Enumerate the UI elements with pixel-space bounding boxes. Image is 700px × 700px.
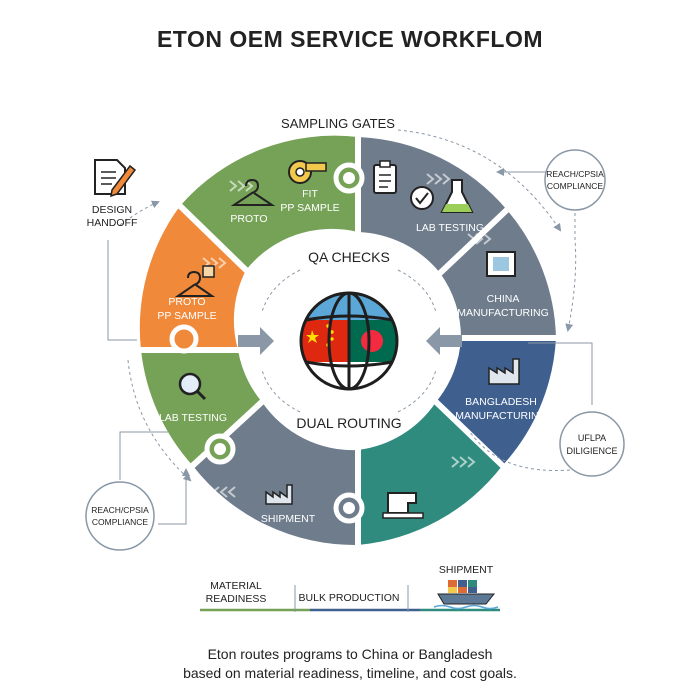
readiness-label: READINESS: [206, 593, 267, 605]
workflow-ring: [136, 132, 561, 550]
factory-icon-bangladesh: [488, 358, 520, 385]
segment-proto-pp-sample[interactable]: [139, 206, 246, 350]
stopwatch-check-icon: [410, 186, 434, 210]
design-label: DESIGN: [92, 204, 132, 216]
pp-sample-label: PP SAMPLE: [280, 202, 339, 214]
hanger-icon: [174, 270, 216, 297]
china-label: CHINA: [487, 293, 520, 305]
bulk-production-label: BULK PRODUCTION: [299, 592, 400, 604]
qa-checks-label: QA CHECKS: [308, 249, 390, 265]
sewing-machine-icon: [382, 492, 424, 519]
hanger-icon: [230, 178, 276, 206]
reach-compliance-top-badge[interactable]: REACH/CPSIA COMPLIANCE: [544, 149, 606, 211]
caption-line-2: based on material readiness, timeline, a…: [183, 665, 517, 681]
magnifier-icon: [178, 372, 207, 401]
reach-top-line2: COMPLIANCE: [547, 181, 604, 191]
document-pencil-icon: [94, 159, 137, 198]
reach-top-line1: REACH/CPSIA: [546, 169, 604, 179]
reach-bottom-line1: REACH/CPSIA: [91, 505, 149, 515]
sampling-gates-label: SAMPLING GATES: [281, 116, 395, 131]
connector-nodes: [169, 162, 365, 524]
sampling-gates-arrow: [397, 129, 562, 232]
box-icon: [202, 265, 215, 278]
center-hub: QA CHECKS DUAL ROUTING: [238, 241, 462, 441]
shipment-timeline-label: SHIPMENT: [439, 564, 494, 576]
handoff-label: HANDOFF: [87, 217, 138, 229]
dashed-loop-arrows: [261, 269, 437, 413]
uflpa-diligence-badge[interactable]: UFLPA DILIGIENCE: [559, 411, 625, 477]
lab-testing-right-label: LAB TESTING: [416, 222, 484, 234]
reach-compliance-bottom-badge[interactable]: REACH/CPSIA COMPLIANCE: [85, 481, 155, 551]
arrow-icon-left-to-center: [238, 327, 274, 355]
segment-lab-testing-left[interactable]: [141, 350, 262, 466]
timeline: MATERIAL READINESS BULK PRODUCTION SHIPM…: [200, 564, 500, 612]
dual-routing-label: DUAL ROUTING: [296, 415, 401, 431]
china-flag-icon: [301, 320, 349, 362]
material-label: MATERIAL: [210, 580, 262, 592]
proto-pp-label: PROTO: [168, 296, 205, 308]
china-manufacturing-label: MANUFACTURING: [457, 307, 549, 319]
cargo-ship-icon: [433, 580, 499, 610]
fit-label: FIT: [302, 188, 318, 200]
caption-line-1: Eton routes programs to China or Banglad…: [207, 646, 493, 662]
arrow-icon-right-to-center: [426, 327, 462, 355]
segment-bangladesh-manufacturing[interactable]: [436, 338, 556, 466]
segment-shipment[interactable]: [193, 402, 358, 546]
fabric-swatch-icon: [486, 251, 516, 277]
bangladesh-manufacturing-label: MANUFACTURING: [455, 410, 547, 422]
chevron-decorations: [202, 173, 492, 498]
proto-label: PROTO: [230, 213, 267, 225]
uflpa-line2: DILIGIENCE: [566, 446, 617, 456]
shipment-segment-label: SHIPMENT: [261, 513, 316, 525]
uflpa-line1: UFLPA: [578, 433, 606, 443]
clipboard-icon: [373, 160, 397, 194]
outer-connection-lines: [107, 168, 593, 525]
tape-measure-icon: [288, 160, 327, 184]
globe-icon: [299, 291, 399, 391]
flask-icon: [440, 179, 474, 213]
page-title: ETON OEM SERVICE WORKFLOM: [156, 26, 544, 52]
factory-icon-shipment: [265, 484, 293, 505]
pp-sample-orange-label: PP SAMPLE: [157, 310, 216, 322]
lab-testing-left-label: LAB TESTING: [159, 412, 227, 424]
reach-bottom-line2: COMPLIANCE: [92, 517, 149, 527]
bangladesh-label: BANGLADESH: [465, 396, 537, 408]
